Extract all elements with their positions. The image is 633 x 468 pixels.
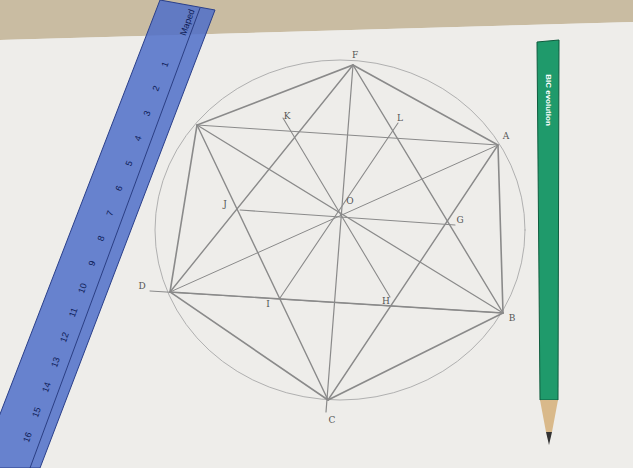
point-label: I (266, 300, 270, 309)
point-label: C (329, 416, 336, 425)
point-label: L (397, 114, 403, 123)
point-label: A (503, 132, 510, 141)
point-label: D (138, 282, 145, 291)
pencil-brand: BIC evolution (544, 74, 552, 126)
point-label: F (352, 51, 358, 60)
point-label: O (346, 197, 353, 206)
point-label: G (456, 216, 463, 225)
point-label: K (284, 112, 291, 121)
construction (150, 60, 525, 412)
point-label: H (382, 297, 390, 306)
point-label: J (223, 200, 227, 209)
ruler (0, 0, 215, 468)
pencil (537, 40, 559, 445)
point-label: B (509, 314, 516, 323)
